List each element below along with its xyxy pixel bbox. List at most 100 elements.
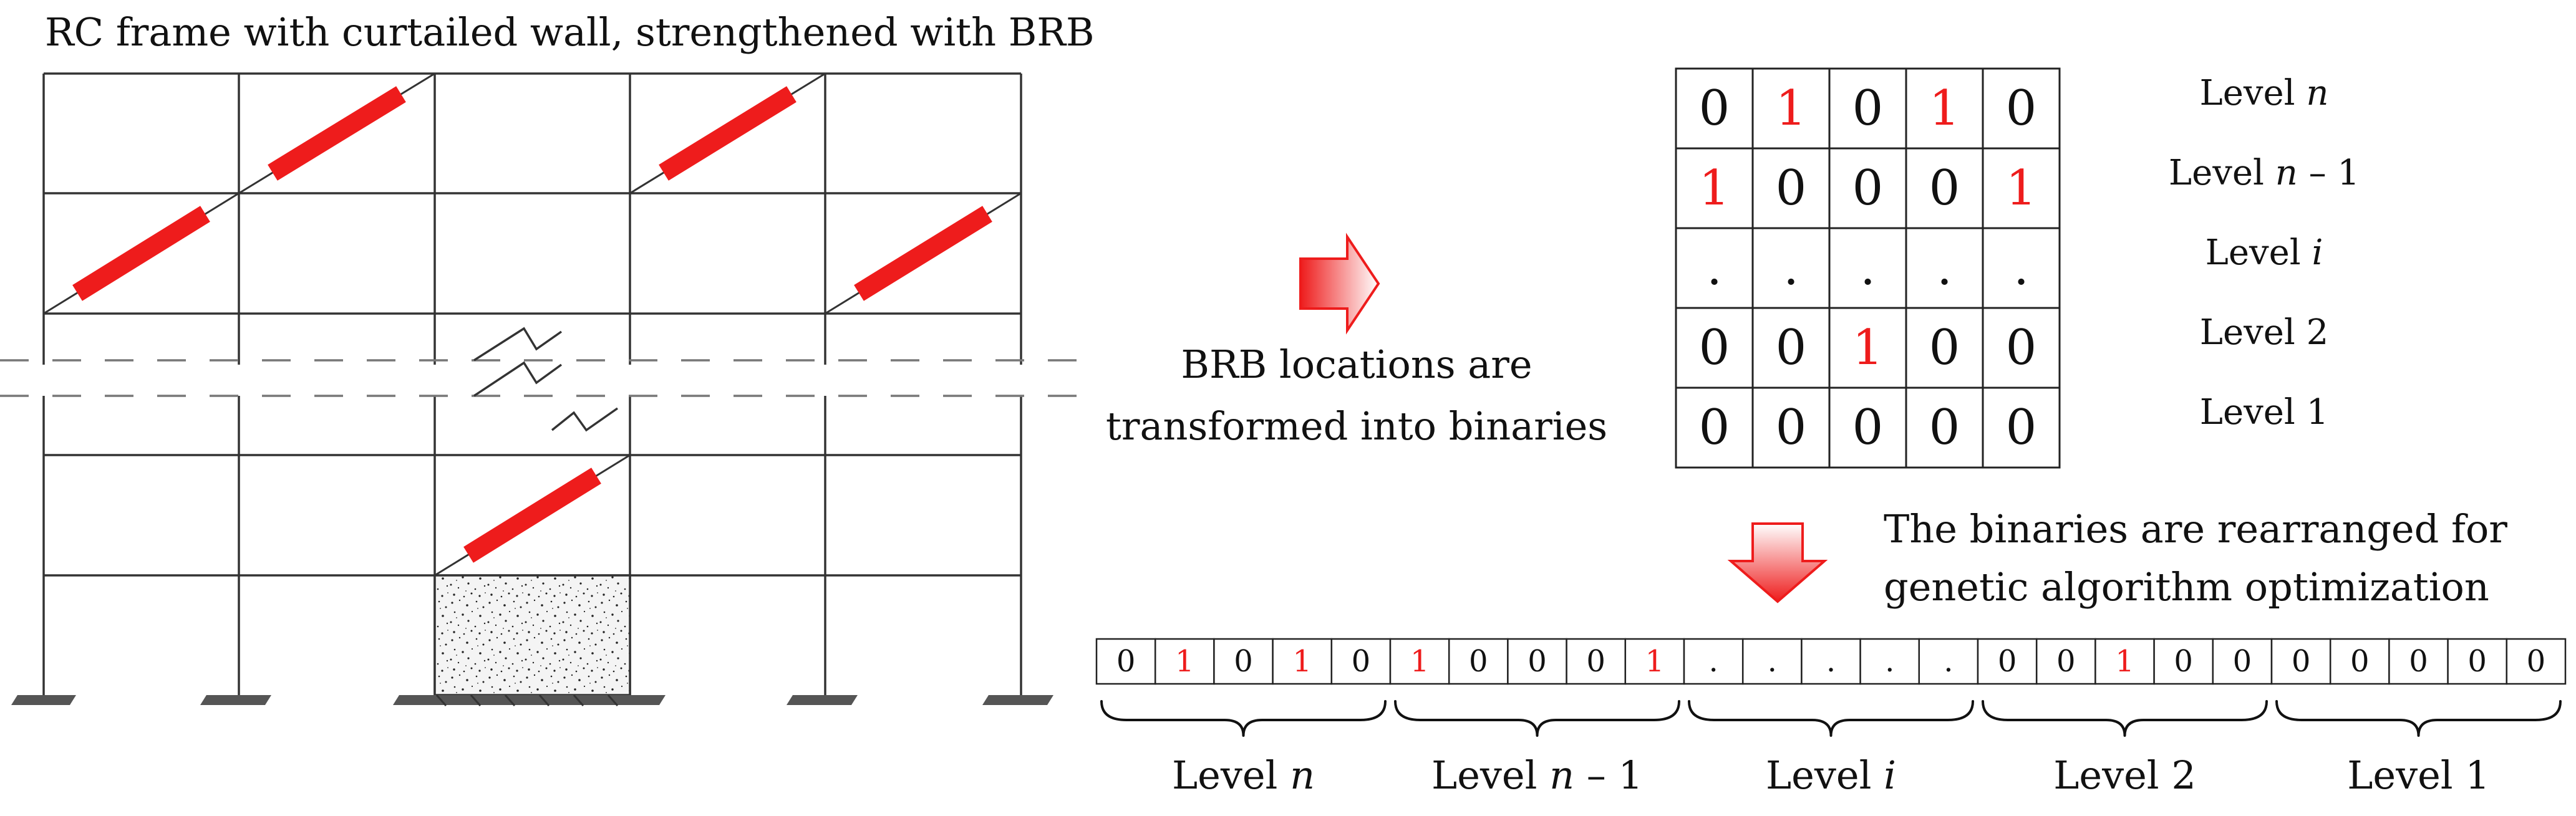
matrix-cell-value: 0 (1852, 400, 1884, 456)
sequence-cell-value: 1 (1645, 644, 1665, 679)
matrix-cell-value: 0 (2006, 320, 2037, 376)
matrix-cell-value: 0 (1699, 80, 1730, 137)
matrix-cell-value: 1 (2006, 160, 2037, 216)
sequence-cell-value: 0 (1469, 644, 1488, 679)
sequence-cell-value: 0 (2233, 644, 2252, 679)
level-label: Level n (2200, 73, 2329, 113)
matrix-cell-value: 1 (1929, 80, 1960, 137)
sequence-cell-value: 0 (2350, 644, 2370, 679)
sequence-cell-value: 0 (1528, 644, 1547, 679)
sequence-cell-value: . (1826, 644, 1836, 679)
level-label: Level 2 (2200, 312, 2328, 353)
sequence-cell-value: 0 (2527, 644, 2546, 679)
level-label: Level i (2206, 233, 2323, 273)
sequence-cell (1272, 638, 1333, 685)
level-label: Level 1 (2347, 752, 2490, 798)
brb (463, 468, 601, 563)
level-label: Level n – 1 (2169, 153, 2360, 193)
sequence-cell-value: . (1885, 644, 1894, 679)
sequence-cell (1624, 638, 1685, 685)
matrix-cell-value: . (1783, 240, 1799, 296)
matrix-cell (1982, 67, 2061, 150)
brb (72, 206, 210, 301)
matrix-cell (1982, 307, 2061, 389)
sequence-cell (2506, 638, 2567, 685)
matrix-cell-value: 0 (1852, 160, 1884, 216)
matrix-cell-value: 0 (2006, 400, 2037, 456)
matrix-level-labels: Level n Level n – 1 Level i Level 2 Level 1 (2169, 73, 2360, 433)
sequence-cell-value: . (1768, 644, 1777, 679)
support (787, 695, 858, 705)
level-brace (1100, 700, 1387, 737)
matrix-cell (1675, 147, 1754, 229)
curtailed-wall (433, 574, 631, 696)
sequence-cell (2153, 638, 2214, 685)
matrix-cell-value: . (1860, 240, 1876, 296)
sequence-cell (1095, 638, 1156, 685)
sequence-cell (2270, 638, 2331, 685)
sequence-cell-value: 1 (1410, 644, 1430, 679)
sequence-cell (2035, 638, 2096, 685)
level-brace (1982, 700, 2268, 737)
matrix-cell-value: 0 (1929, 320, 1960, 376)
rearrange-caption-line1: The binaries are rearranged for (1884, 506, 2507, 552)
sequence-cell-value: 0 (2174, 644, 2193, 679)
sequence-cell-value: 0 (1352, 644, 1371, 679)
sequence-cell-value: 1 (2115, 644, 2134, 679)
matrix-cell-value: 0 (1852, 80, 1884, 137)
arrow-caption-line2: transformed into binaries (1106, 403, 1607, 449)
level-label: Level i (1766, 752, 1896, 798)
brb (854, 206, 992, 301)
sequence-cell (2388, 638, 2449, 685)
matrix-cell (1675, 67, 1754, 150)
level-brace (1688, 700, 1974, 737)
sequence-cell-value: . (1944, 644, 1953, 679)
matrix-cell-value: . (1707, 240, 1722, 296)
matrix-cell-value: . (2013, 240, 2029, 296)
matrix-cell-value: 0 (1699, 320, 1730, 376)
matrix-cell-value: 1 (1699, 160, 1730, 216)
brb (268, 86, 406, 181)
sequence-cell (1330, 638, 1392, 685)
support (982, 695, 1053, 705)
break-symbol (473, 361, 563, 397)
support (393, 695, 666, 705)
matrix-cell (1828, 307, 1907, 389)
level-label: Level 1 (2200, 392, 2328, 433)
sequence-cell (1154, 638, 1215, 685)
sequence-cell-value: 0 (2056, 644, 2076, 679)
matrix-cell-value: 0 (1929, 400, 1960, 456)
matrix-cell-value: 0 (1699, 400, 1730, 456)
matrix-cell (1751, 307, 1831, 389)
sequence-cell (2329, 638, 2390, 685)
sequence-cell (1918, 638, 1979, 685)
break-symbol (551, 407, 619, 432)
sequence-cell (1859, 638, 1920, 685)
matrix-cell-value: 0 (2006, 80, 2037, 137)
sequence-cell-value: 0 (1234, 644, 1253, 679)
brb (659, 86, 797, 181)
sequence-cell-value: . (1708, 644, 1718, 679)
level-label: Level 2 (2053, 752, 2196, 798)
matrix-cell-value: 0 (1776, 320, 1807, 376)
support (11, 695, 76, 705)
rearrange-caption-line2: genetic algorithm optimization (1884, 564, 2489, 610)
matrix-cell (1675, 386, 1754, 469)
sequence-cell-value: 0 (2292, 644, 2311, 679)
matrix-cell (1982, 227, 2061, 309)
matrix-cell-value: 1 (1776, 80, 1807, 137)
sequence-cell-value: 0 (2409, 644, 2428, 679)
sequence-cell (1507, 638, 1567, 685)
wall-footing-hatch (435, 694, 619, 706)
matrix-cell (1675, 227, 1754, 309)
right-arrow-icon (1299, 233, 1380, 335)
matrix-cell-value: 1 (1852, 320, 1884, 376)
sequence-cell-value: 0 (1116, 644, 1136, 679)
rc-frame (0, 72, 1079, 706)
matrix-cell-value: 0 (1929, 160, 1960, 216)
arrow-caption-line1: BRB locations are (1181, 342, 1532, 387)
sequence-cell-value: 1 (1292, 644, 1312, 679)
matrix-cell (1905, 147, 1984, 229)
